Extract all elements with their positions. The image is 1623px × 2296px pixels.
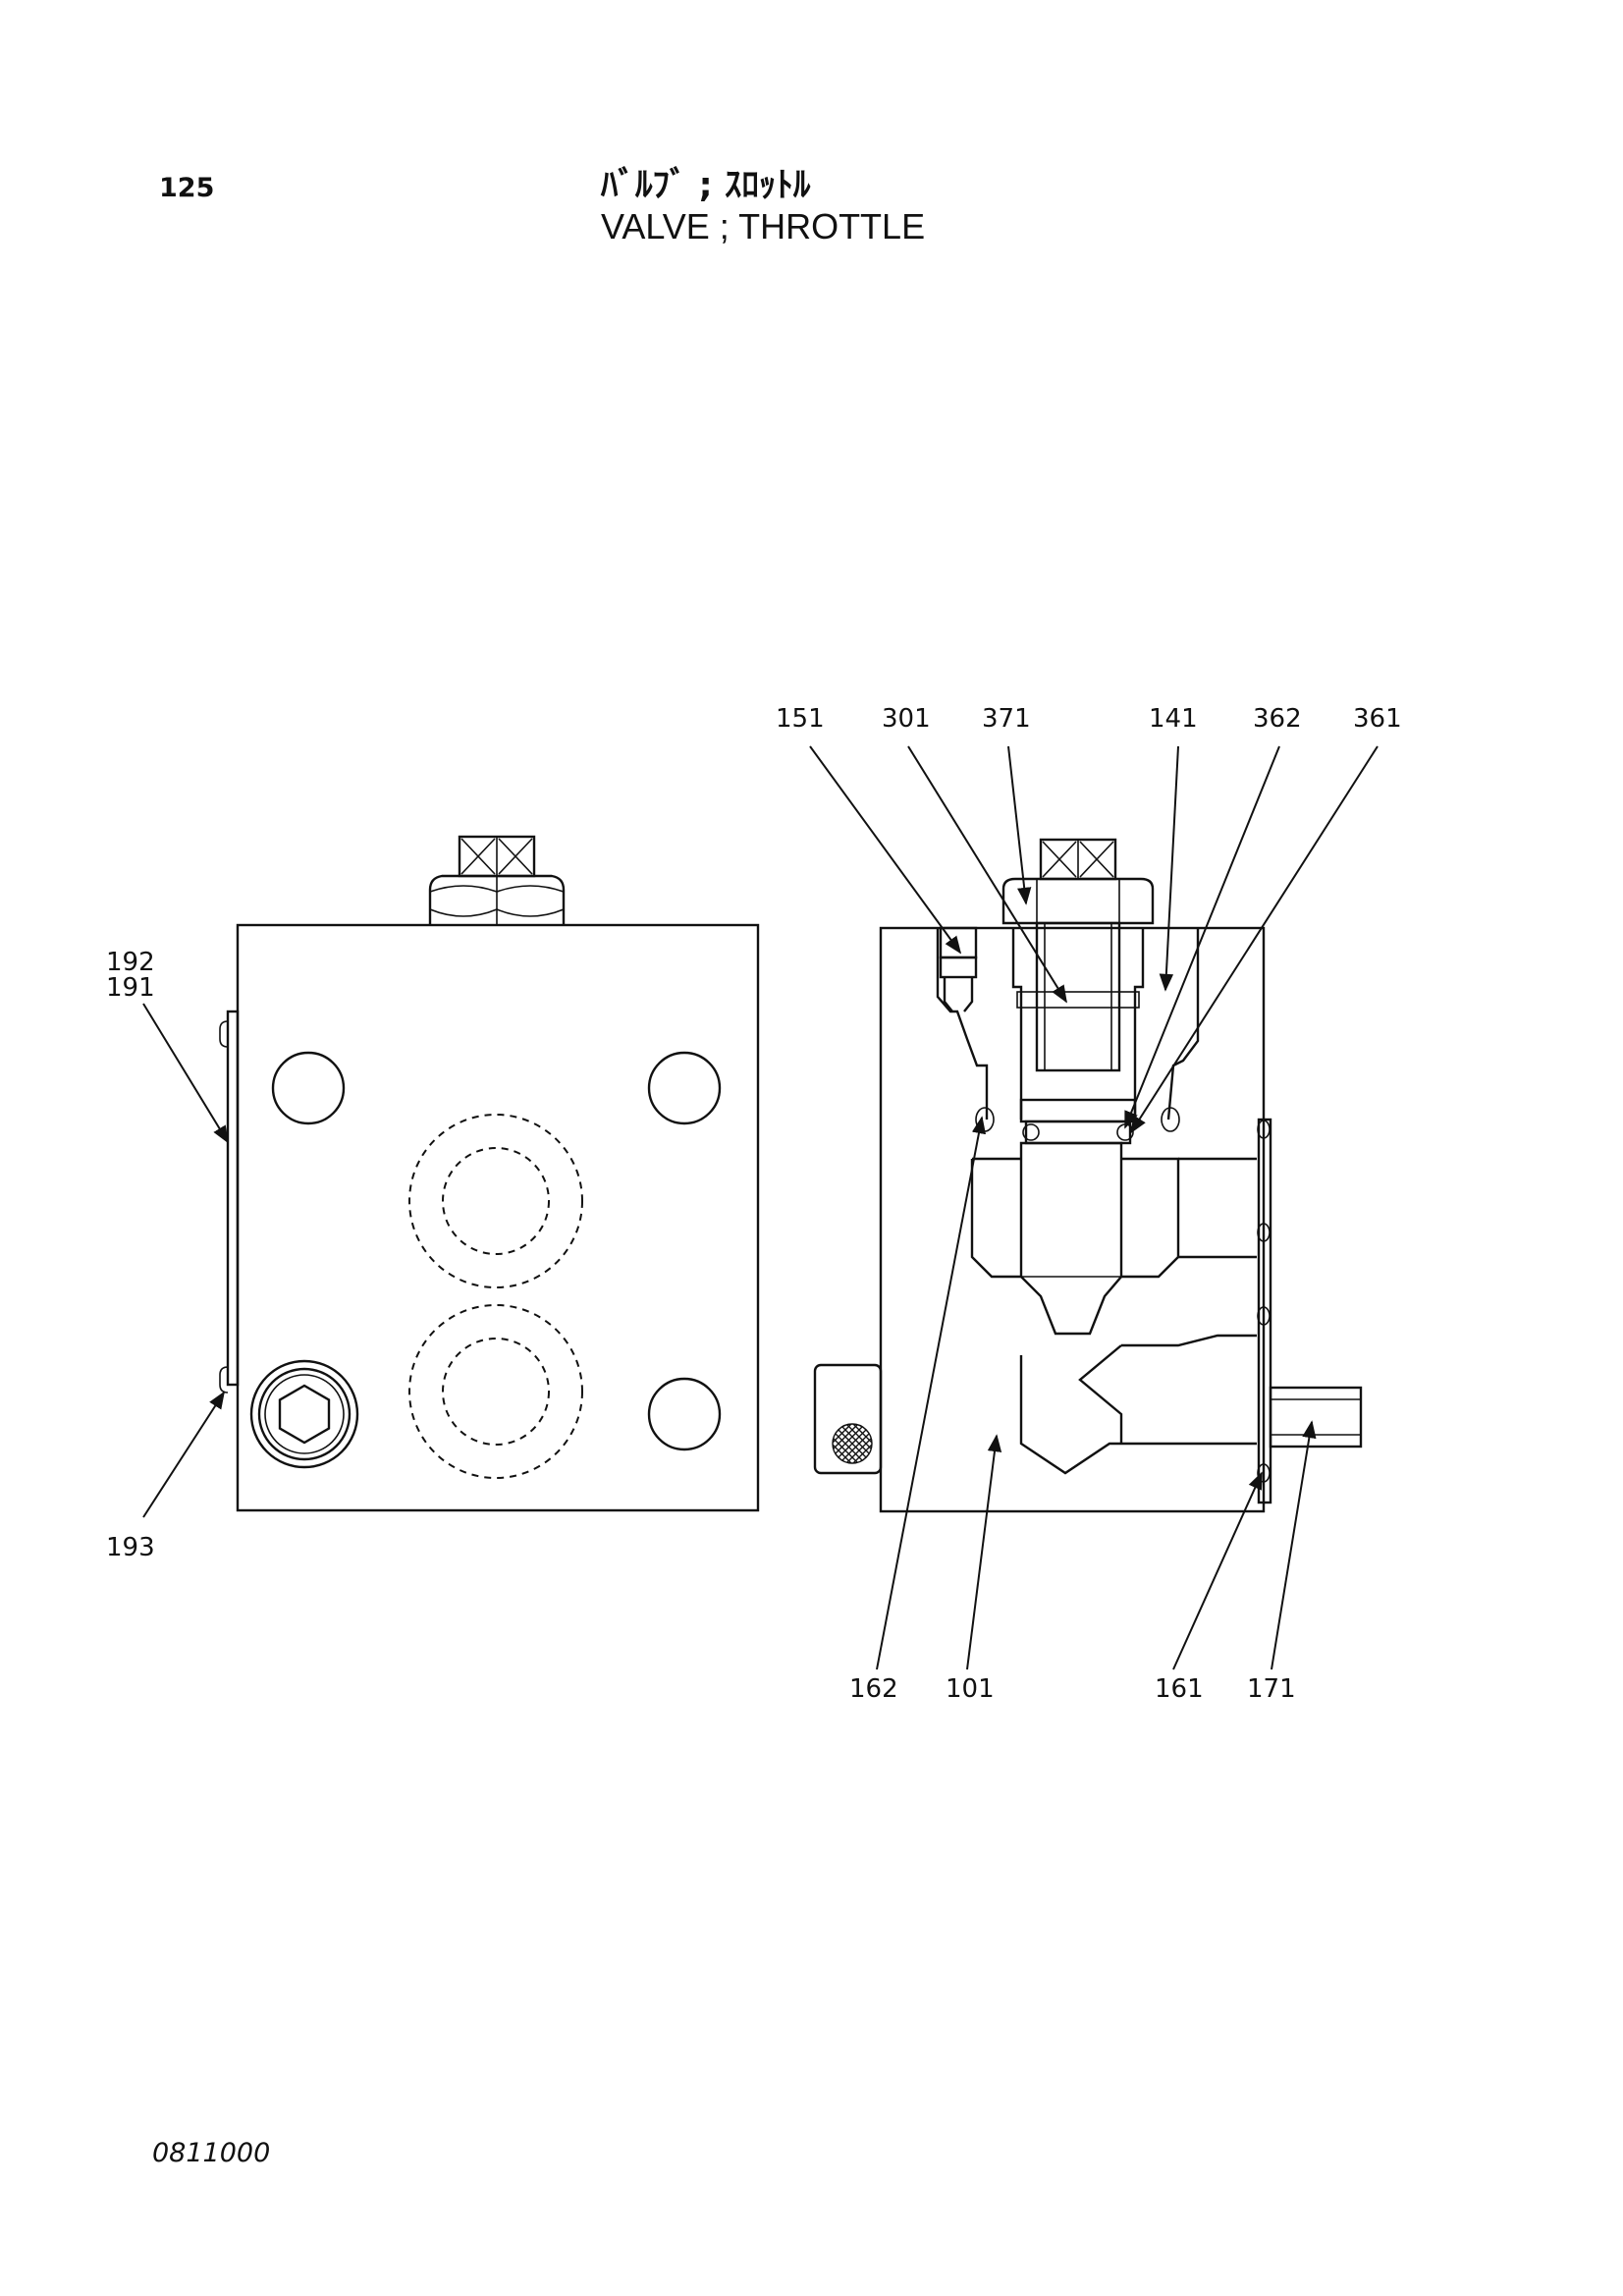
cross-bore-right-extension xyxy=(1178,1157,1257,1259)
callout-193: 193 xyxy=(106,1533,155,1562)
leader-151 xyxy=(809,745,962,955)
leader-161 xyxy=(1172,1471,1263,1670)
hidden-port-upper-outer xyxy=(408,1114,583,1288)
page-number: 125 xyxy=(159,173,215,203)
leader-192-191 xyxy=(142,1003,229,1144)
leader-361 xyxy=(1130,745,1379,1134)
leader-lines xyxy=(142,745,1379,1670)
title-english: VALVE ; THROTTLE xyxy=(601,206,926,246)
leader-162 xyxy=(876,1116,987,1670)
right-plate-seal-mid xyxy=(1257,1223,1271,1242)
title-japanese: ﾊﾞﾙﾌﾞ ; ｽﾛｯﾄﾙ xyxy=(601,166,811,205)
leader-371 xyxy=(1007,745,1032,905)
poppet xyxy=(1019,1141,1123,1336)
stem-collar xyxy=(1016,991,1140,1009)
cross-bore-right xyxy=(1121,1157,1180,1279)
cross-bore-left xyxy=(970,1157,1021,1279)
lower-passage-top xyxy=(1121,1334,1257,1347)
callout-361: 361 xyxy=(1353,704,1402,734)
right-hex-nut xyxy=(1001,838,1155,925)
hidden-port-upper-inner xyxy=(442,1147,550,1255)
knurled-knob xyxy=(813,1363,883,1475)
drawing-code: 0811000 xyxy=(152,2138,271,2168)
right-plate-seal-top xyxy=(1257,1120,1271,1139)
hex-socket-plug xyxy=(249,1359,359,1469)
leader-141 xyxy=(1159,745,1179,992)
callout-numbers: 151 301 371 141 362 361 192 191 193 162 … xyxy=(106,704,1402,1704)
adjusting-screw xyxy=(1035,921,1121,1072)
bore-left-wall xyxy=(1011,928,1023,1120)
o-ring-side-right xyxy=(1161,1107,1180,1132)
left-stepped-bore xyxy=(936,928,989,1120)
leader-101 xyxy=(966,1434,1002,1670)
left-body-outline xyxy=(236,923,760,1512)
spool-band-upper xyxy=(1019,1098,1137,1123)
callout-161: 161 xyxy=(1155,1674,1204,1704)
right-body-outline xyxy=(879,926,1266,1513)
callout-192: 192 xyxy=(106,948,155,977)
left-view xyxy=(219,835,760,1512)
right-stepped-bore xyxy=(1166,928,1200,1121)
leader-193 xyxy=(142,1391,225,1518)
callout-362: 362 xyxy=(1253,704,1302,734)
callout-371: 371 xyxy=(982,704,1031,734)
callout-162: 162 xyxy=(849,1674,898,1704)
hidden-port-lower-inner xyxy=(442,1338,550,1446)
callout-171: 171 xyxy=(1247,1674,1296,1704)
hidden-port-lower-outer xyxy=(408,1304,583,1479)
left-side-plate xyxy=(226,1010,240,1387)
callout-141: 141 xyxy=(1149,704,1198,734)
left-plate-screw-top xyxy=(219,1020,229,1048)
left-hole-top-left xyxy=(271,1051,346,1125)
left-hex-nut xyxy=(428,835,566,925)
spool-band-lower xyxy=(1024,1120,1132,1145)
outlet-fitting-171 xyxy=(1269,1386,1363,1449)
lower-chamber xyxy=(1019,1355,1121,1475)
small-plug-151 xyxy=(939,926,978,1012)
lower-chamber-notch xyxy=(1078,1344,1123,1444)
leader-362 xyxy=(1124,745,1280,1129)
right-view-section xyxy=(813,838,1363,1513)
callout-151: 151 xyxy=(776,704,825,734)
callout-191: 191 xyxy=(106,973,155,1003)
right-plate-seal-lower xyxy=(1257,1306,1271,1326)
callout-301: 301 xyxy=(882,704,931,734)
left-hole-bottom-right xyxy=(647,1377,722,1451)
left-hole-top-right xyxy=(647,1051,722,1125)
o-ring-162 xyxy=(975,1107,995,1132)
callout-101: 101 xyxy=(946,1674,995,1704)
bore-right-wall xyxy=(1133,928,1145,1120)
leader-171 xyxy=(1271,1420,1317,1670)
leader-301 xyxy=(907,745,1067,1004)
o-ring-left xyxy=(1022,1123,1040,1141)
